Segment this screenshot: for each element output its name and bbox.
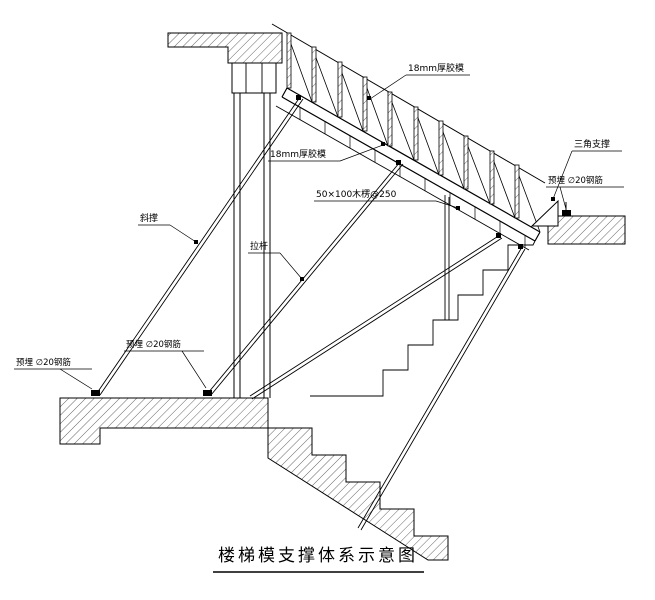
- lower-floor-slab: [59, 397, 269, 445]
- label-plywood-mid: 18mm厚胶模: [270, 148, 326, 160]
- label-wood-joist: 50×100木楞@250: [316, 188, 397, 200]
- embedded-anchors: [91, 202, 571, 396]
- concrete-structures: [59, 32, 626, 561]
- label-embed-rebar-left: 预埋 ∅20钢筋: [16, 357, 71, 368]
- short-post: [444, 195, 450, 320]
- shoring-posts: [231, 62, 277, 398]
- triangle-support-bracket: [530, 199, 559, 227]
- label-diagonal-brace: 斜撑: [140, 212, 158, 224]
- title-text: 楼梯模支撑体系示意图: [218, 546, 418, 566]
- riser-boards: [286, 32, 520, 219]
- anchor-mid: [203, 390, 212, 396]
- drawing-title: 楼梯模支撑体系示意图: [213, 546, 424, 573]
- sloped-formwork-band: [275, 87, 541, 251]
- brace-a: [96, 96, 304, 396]
- label-plywood-top: 18mm厚胶模: [408, 62, 464, 74]
- annotations: 18mm厚胶模 18mm厚胶模 50×100木楞@250 三角支撑 预埋 ∅20…: [14, 62, 624, 390]
- label-triangle-support: 三角支撑: [574, 138, 610, 150]
- leader-dots: [194, 96, 555, 281]
- brace-d: [357, 246, 526, 531]
- anchor-right: [562, 210, 571, 216]
- stair-profile-outline: [310, 240, 536, 397]
- step-formwork-sawtooth: [271, 23, 546, 233]
- u-head-plates: [245, 63, 263, 93]
- leader-lines: [14, 74, 624, 390]
- label-tie-rod: 拉杆: [250, 240, 268, 252]
- right-landing-slab: [547, 215, 626, 245]
- plywood-band: [281, 87, 541, 242]
- connection-plates: [296, 95, 523, 249]
- top-stringer-line: [271, 23, 546, 184]
- label-embed-rebar-mid: 预埋 ∅20钢筋: [126, 339, 181, 350]
- post-lines: [233, 93, 271, 398]
- lower-stair-flight: [267, 427, 449, 561]
- anchor-left: [91, 390, 100, 396]
- joist-ticks: [299, 107, 526, 248]
- tread-diagonals: [286, 32, 541, 233]
- joist-line: [275, 105, 530, 251]
- u-head-box: [231, 62, 277, 94]
- upper-floor-slab: [167, 32, 283, 64]
- label-embed-rebar-right: 预埋 ∅20钢筋: [548, 175, 603, 186]
- tie-rod-line: [249, 234, 503, 400]
